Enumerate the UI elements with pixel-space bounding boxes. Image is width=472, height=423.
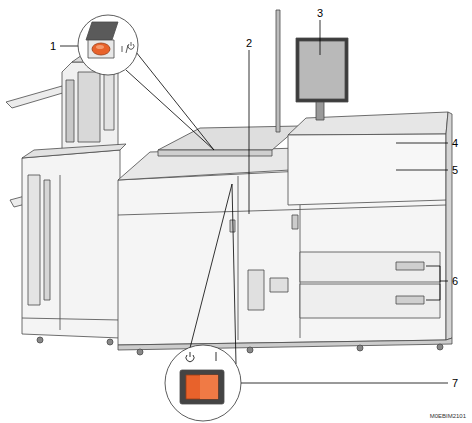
callout-number: 1 [50, 41, 56, 52]
callout-number: 5 [452, 165, 458, 176]
callout-number: 4 [452, 138, 458, 149]
callout-number: 2 [246, 38, 252, 49]
callout-number: 3 [317, 8, 323, 19]
figure-code: M0EBIM2101 [430, 413, 466, 419]
callout-number: 6 [452, 276, 458, 287]
callout-number: 7 [452, 378, 458, 389]
